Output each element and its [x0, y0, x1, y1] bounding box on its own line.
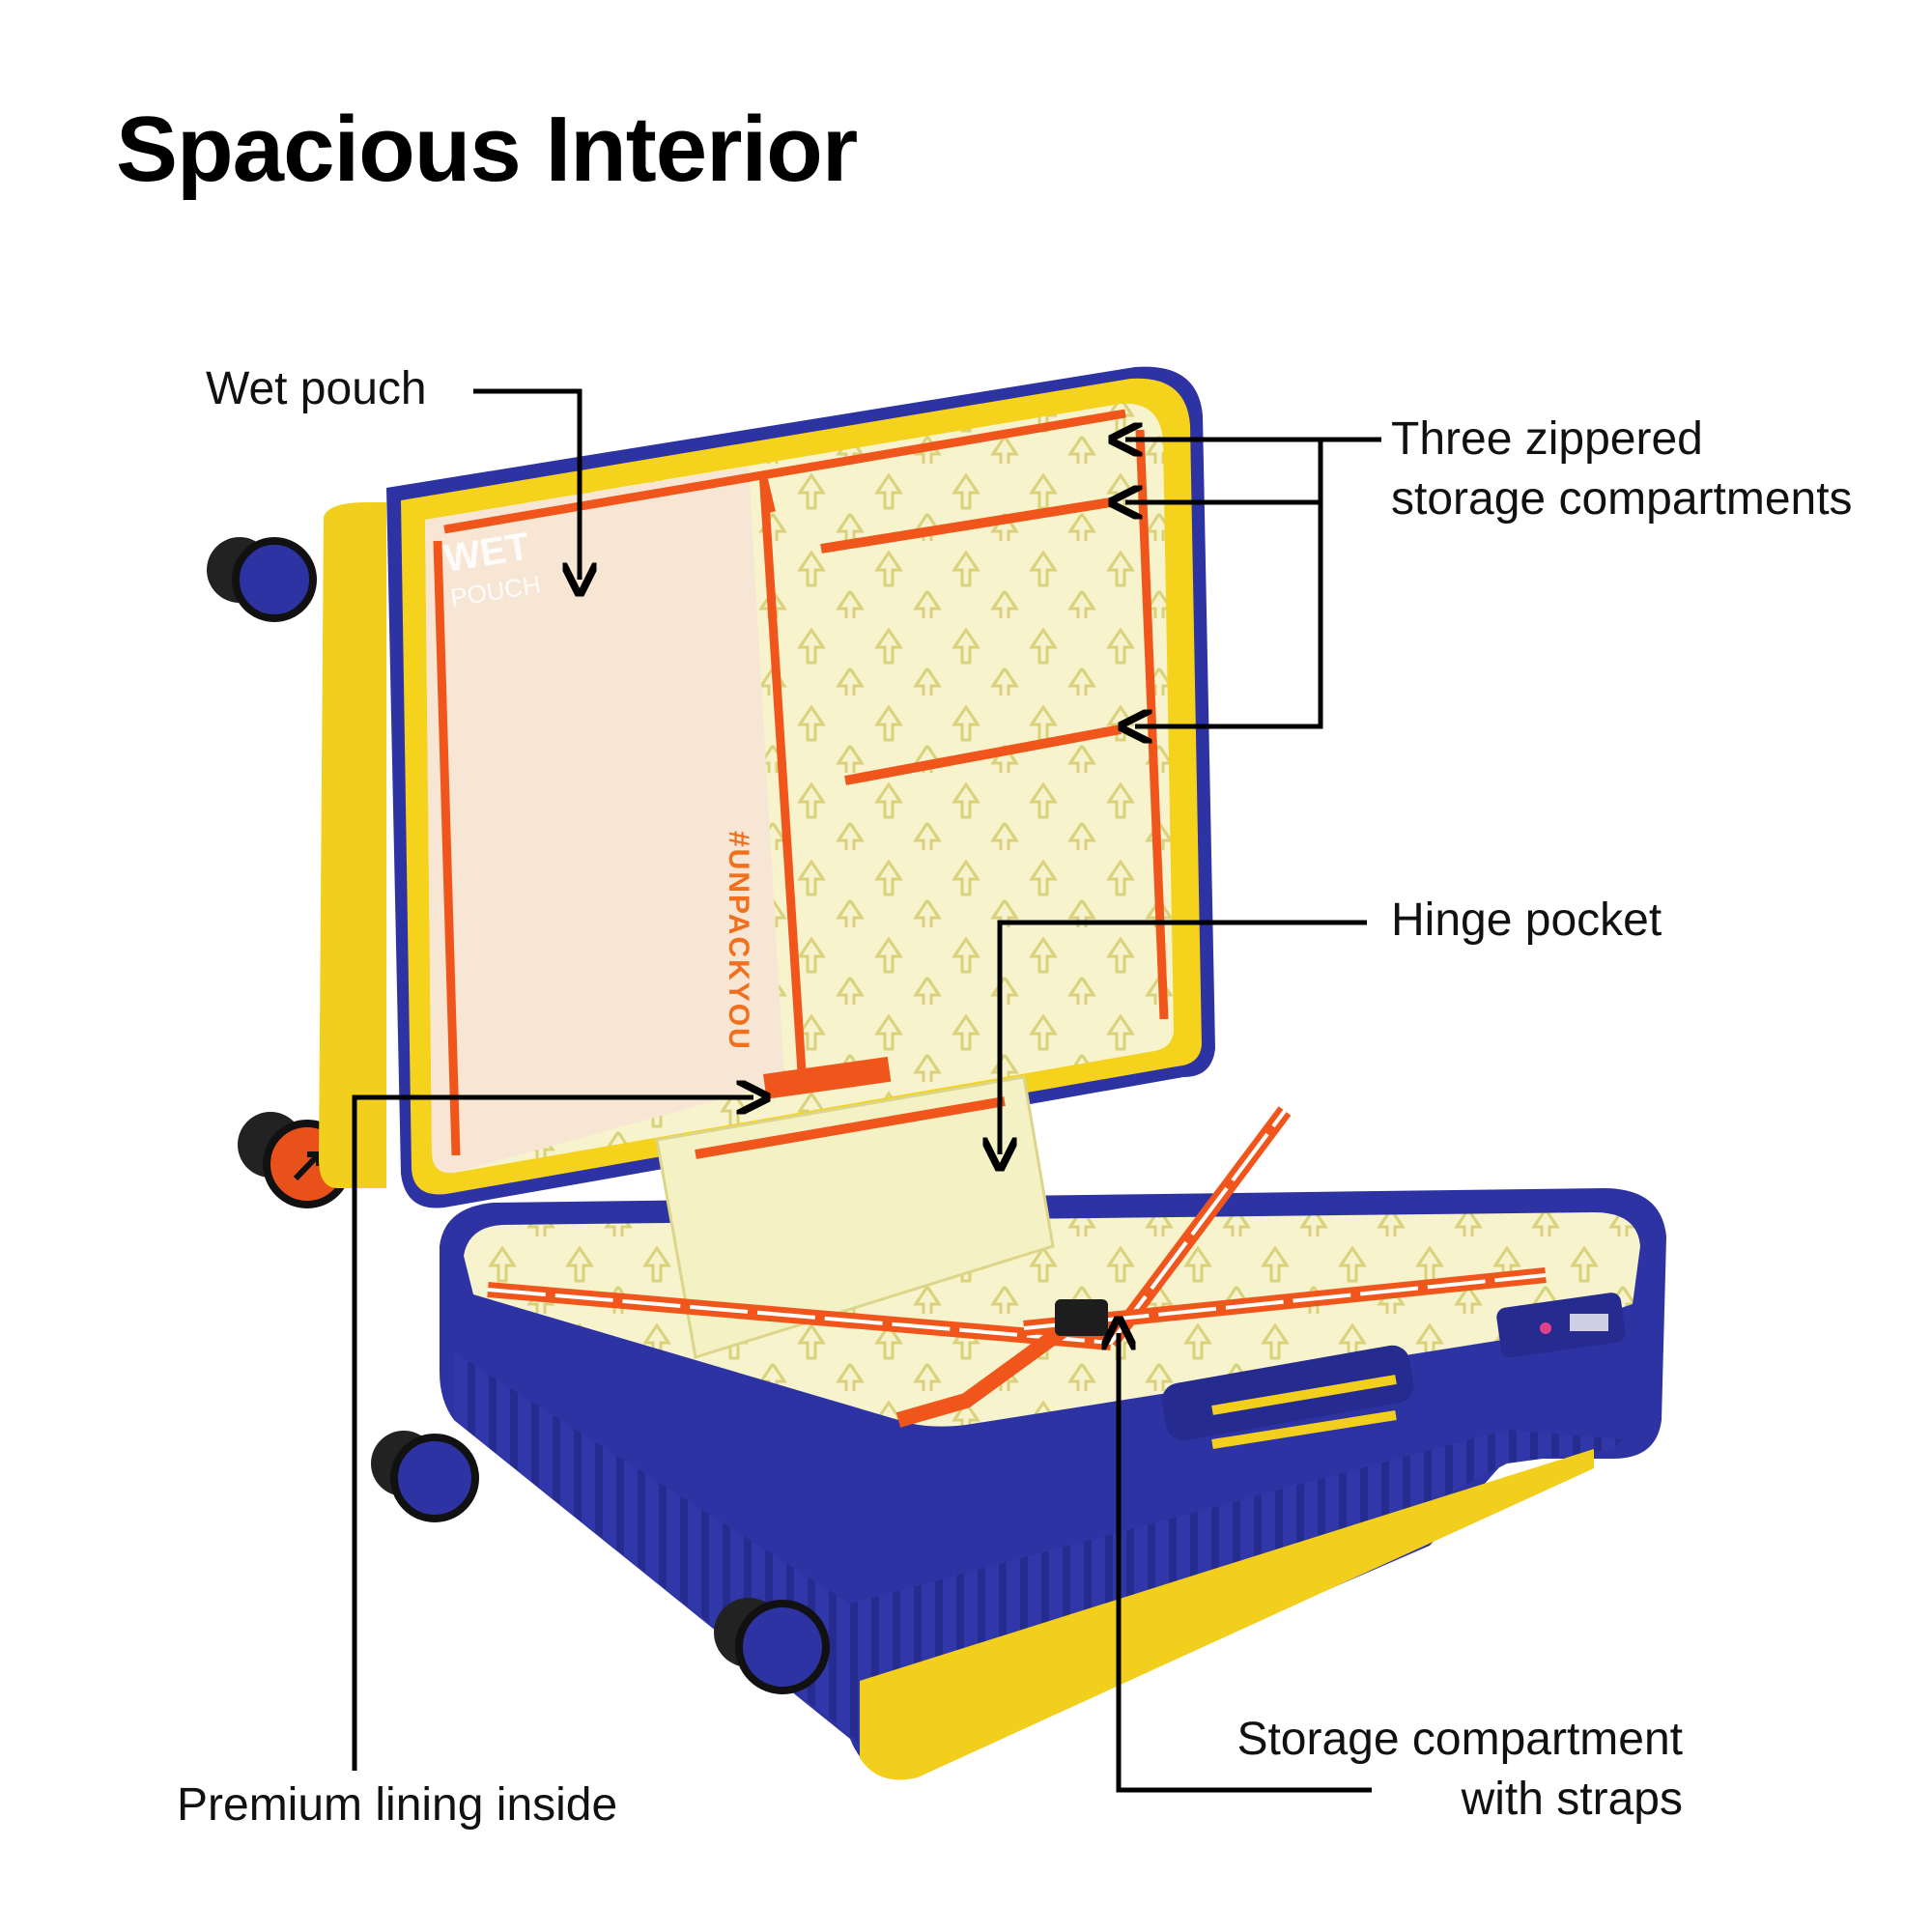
- callout-storage-straps-line2: with straps: [1461, 1774, 1683, 1825]
- callout-three-zippered-line2: storage compartments: [1391, 473, 1853, 525]
- callout-hinge-pocket: Hinge pocket: [1391, 895, 1662, 946]
- callout-premium-lining: Premium lining inside: [177, 1779, 618, 1831]
- strap-buckle-icon: [1055, 1299, 1108, 1336]
- wheel-top-left-icon: [207, 537, 317, 622]
- wheel-bottom-right-icon: [714, 1598, 830, 1694]
- leader-wet-pouch: [473, 388, 580, 580]
- leader-premium-lining: [352, 1097, 753, 1771]
- leader-lines: [352, 388, 1381, 1793]
- callout-storage-straps: Storage compartment with straps: [1130, 1710, 1683, 1830]
- callout-three-zippered: Three zippered storage compartments: [1391, 410, 1853, 529]
- leader-storage-straps: [1119, 1333, 1372, 1793]
- leader-hinge-pocket: [1000, 920, 1367, 1154]
- callout-storage-straps-line1: Storage compartment: [1236, 1714, 1683, 1765]
- wheel-bottom-left-icon: [371, 1431, 479, 1522]
- hashtag-print: #UNPACKYOU: [723, 831, 754, 1051]
- callout-three-zippered-line1: Three zippered: [1391, 413, 1703, 465]
- callout-wet-pouch: Wet pouch: [206, 363, 427, 414]
- combination-lock-icon: [1496, 1293, 1626, 1358]
- page-title: Spacious Interior: [116, 98, 858, 201]
